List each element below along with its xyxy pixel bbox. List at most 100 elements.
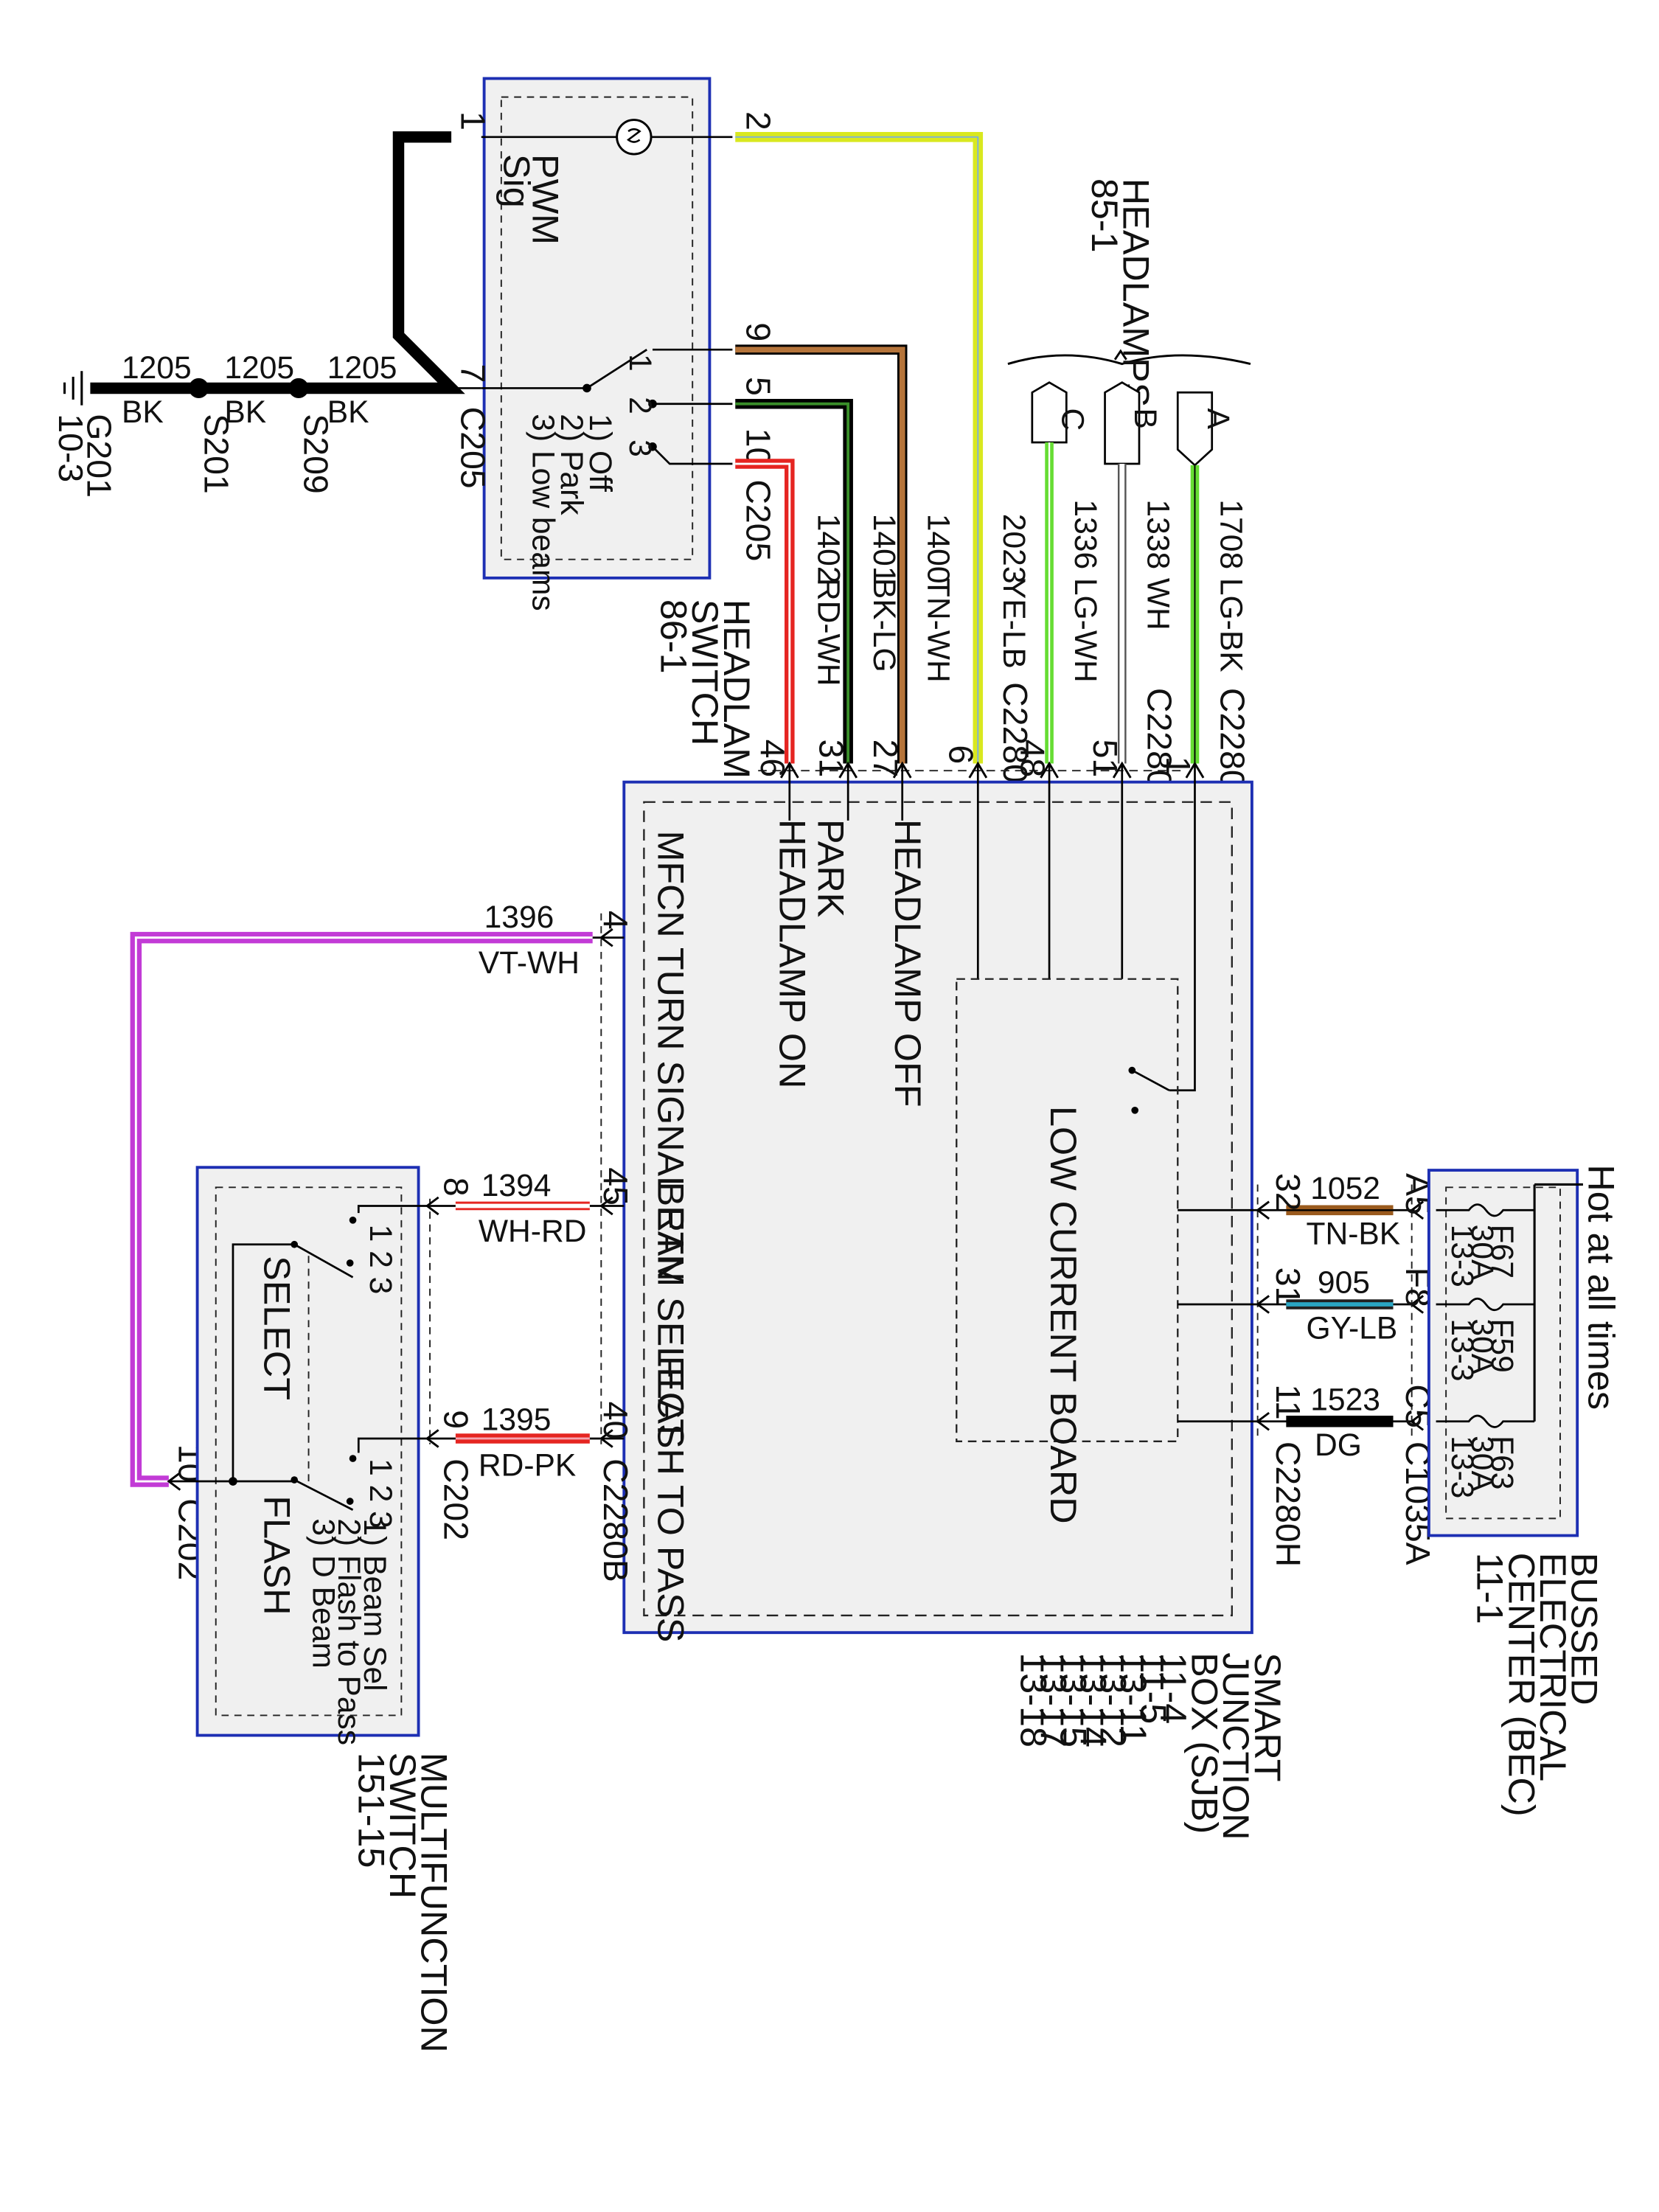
mfs-pin-8: 8 <box>437 1178 475 1197</box>
wire-1336-color: LG-WH <box>1068 578 1103 683</box>
mfs-sw1-nums: 1 2 3 <box>363 1225 398 1295</box>
bec-title-2: ELECTRICAL <box>1532 1553 1574 1781</box>
c2280b-left-label: C2280B <box>597 1458 635 1582</box>
sjb-ref-6: 13-15 <box>1053 1652 1095 1747</box>
ground-icon <box>63 371 83 406</box>
bec-inner <box>1445 1186 1561 1520</box>
fuse-f63-name: F63 <box>1484 1436 1520 1489</box>
splice-s201-label: S201 <box>197 414 235 493</box>
sjb-ref-3: 13-11 <box>1113 1652 1155 1745</box>
sjb-input-flash-to-pass: FLASH TO PASS <box>650 1356 692 1643</box>
c202-right-label: C202 <box>437 1458 475 1540</box>
sjb-input-turn-signal-rtn: MFCN TURN SIGNAL RTN <box>650 830 692 1281</box>
ground-name: G201 <box>80 414 119 498</box>
headlamp-connector-a <box>1176 391 1214 467</box>
splice-s209 <box>288 378 309 398</box>
sjb-pin-40: 40 <box>597 1402 635 1440</box>
wire-2023-circuit: 2023 <box>996 514 1032 584</box>
wire-1400-color: TN-WH <box>921 578 956 683</box>
wire-1395-circuit: 1395 <box>481 1402 552 1437</box>
wire-1205-color-c: BK <box>327 394 369 430</box>
wire-1205-color-b: BK <box>224 394 266 430</box>
headlamp-connector-c-label: C <box>1054 408 1090 431</box>
ground-circuit: 1205 1205 1205 BK BK BK G201 10-3 S201 S… <box>52 131 481 498</box>
bec-title-3: CENTER (BEC) <box>1500 1553 1543 1817</box>
sjb-frame <box>622 780 1253 1635</box>
wire-2023-color: YE-LB <box>996 578 1032 669</box>
mfs-flash-label: FLASH <box>257 1495 299 1615</box>
fuse-f59-ref: 13-3 <box>1444 1318 1480 1381</box>
hs-title-2: SWITCH <box>684 599 726 745</box>
wire-1402-circuit: 1402 <box>811 514 846 584</box>
wire-1205-circuit-b: 1205 <box>224 350 294 386</box>
fuse-icons <box>1436 1203 1535 1428</box>
headlamps-title-1: HEADLAMPS <box>1116 178 1158 407</box>
pwm-signal-icon <box>616 119 653 156</box>
sjb-inner <box>643 801 1233 1617</box>
wire-1402-color: RD-WH <box>811 578 846 686</box>
bec-title-1: BUSSED <box>1563 1553 1605 1705</box>
sjb-pin-6: 6 <box>942 745 981 764</box>
wire-905-color: GY-LB <box>1306 1310 1397 1346</box>
headlamps: HEADLAMPS 85-1 C B A <box>1007 178 1251 467</box>
headlamps-brace <box>1007 354 1251 366</box>
wire-1205-bk <box>90 131 465 394</box>
c205-left-label: C205 <box>454 407 493 489</box>
wire-1708-circuit: 1708 <box>1213 499 1248 569</box>
bec-frame <box>1427 1169 1579 1537</box>
sjb-ref-5: 13-14 <box>1073 1652 1115 1747</box>
headlamp-switch-inner <box>500 96 694 560</box>
hs-title-1: HEADLAMP <box>716 599 758 804</box>
hs-pin-5: 5 <box>740 377 778 396</box>
hs-pin-1: 1 <box>454 111 493 131</box>
sjb-pin-11: 11 <box>1269 1384 1307 1419</box>
sjb-pin-31: 31 <box>812 740 850 778</box>
splice-s201 <box>188 378 209 398</box>
wires-right: 1052 TN-BK 905 GY-LB 1523 DG 32 31 11 C2… <box>1256 1171 1437 1567</box>
headlamp-switch-frame <box>482 77 712 580</box>
wire-1401-color: BK-LG <box>866 578 902 672</box>
headlamps-title-2: 85-1 <box>1084 178 1126 253</box>
ground-ref: 10-3 <box>52 414 90 482</box>
hs-switch-num-3: 3 <box>622 439 658 457</box>
sjb-title-3: BOX (SJB) <box>1184 1652 1226 1834</box>
hs-switch-num-2: 2 <box>622 397 658 414</box>
sjb-pin-51: 51 <box>1086 740 1124 778</box>
sjb-ref-7: 13-17 <box>1032 1652 1074 1747</box>
wire-1394-circuit: 1394 <box>481 1168 552 1203</box>
hs-pin-9: 9 <box>740 322 778 341</box>
bec-title-4: 11-1 <box>1470 1553 1512 1624</box>
wire-1205-circuit-a: 1205 <box>122 350 192 386</box>
mfs-pos-3: 3) D Beam <box>305 1518 341 1669</box>
wire-1396-circuit: 1396 <box>484 900 554 935</box>
wire-1394-color: WH-RD <box>479 1214 587 1249</box>
headlamp-connector-b-label: B <box>1127 408 1163 429</box>
mfs-pos-2: 2) Flash to Pass <box>331 1518 366 1745</box>
fuse-f63-ref: 13-3 <box>1444 1436 1480 1498</box>
mfs-pin-9: 9 <box>437 1410 475 1429</box>
smart-junction-box: LOW CURRENT BOARD HEADLAMP OFF PARK HEAD… <box>622 740 1289 1840</box>
hs-switch-num-1: 1 <box>622 354 658 372</box>
wire-1338-color: WH <box>1141 578 1176 630</box>
c2280h-label: C2280H <box>1269 1441 1307 1567</box>
fuse-f59-rating: 30A <box>1464 1318 1500 1374</box>
headlamp-switch: PWM Sig 1) Off 2) Park 3) Low beams 1 2 … <box>454 77 778 804</box>
sjb-pin-4: 4 <box>597 911 635 930</box>
sjb-pin-31-right: 31 <box>1269 1267 1307 1306</box>
sjb-pin-48: 48 <box>1013 740 1051 778</box>
wire-1395-color: RD-PK <box>479 1447 576 1483</box>
sjb-input-headlamp-on: HEADLAMP ON <box>771 819 813 1088</box>
sjb-title-1: SMART <box>1247 1652 1289 1781</box>
headlamps-brace-tip <box>1113 349 1127 361</box>
sjb-input-park: PARK <box>810 819 852 917</box>
wire-1400-circuit: 1400 <box>921 514 956 584</box>
wire-1396-color: VT-WH <box>479 945 580 981</box>
wire-1523-circuit: 1523 <box>1310 1382 1380 1417</box>
sjb-ref-8: 13-18 <box>1012 1652 1054 1747</box>
wires-top: 1402 RD-WH 1401 BK-LG 1400 TN-WH 2023 YE… <box>735 132 1251 813</box>
mfs-inner <box>215 1186 403 1717</box>
sjb-ref-1: 11-4 <box>1152 1652 1194 1724</box>
low-current-board <box>956 978 1179 1442</box>
mfs-title-1: MULTIFUNCTION <box>413 1753 455 2053</box>
